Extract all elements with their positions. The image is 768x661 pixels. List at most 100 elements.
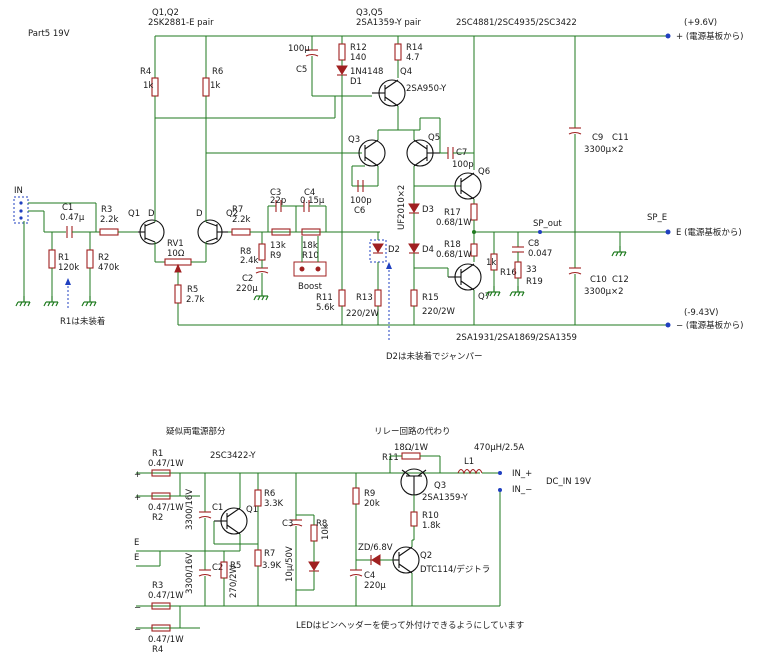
c7-label: C7 <box>456 148 467 158</box>
q2-label: Q2 <box>226 209 238 219</box>
r14-resistor <box>394 43 402 61</box>
psu-r1 <box>151 469 171 477</box>
c6-label: C6 <box>354 206 365 216</box>
psu-c2-label: C2 <box>212 563 223 573</box>
c8-label: C8 <box>528 239 539 249</box>
psu-r1-label: R1 <box>152 449 163 459</box>
r7-value: 2.2k <box>232 215 251 225</box>
relay-r11-value: 18Ω/1W <box>394 443 429 453</box>
c10-label: C10 <box>590 275 607 285</box>
r5-resistor <box>174 284 182 304</box>
relay-in-minus: IN_− <box>512 485 532 495</box>
r8-value: 2.4k <box>240 256 259 266</box>
r18-label: R18 <box>444 240 461 250</box>
c3-label: C3 <box>270 188 281 198</box>
c1-label: C1 <box>62 203 73 213</box>
psu-r6-label: R6 <box>264 489 275 499</box>
boost-label: Boost <box>298 282 323 292</box>
r3-resistor <box>99 228 119 236</box>
psu-e-2: E <box>134 553 139 563</box>
r15-value: 220/2W <box>422 307 455 317</box>
relay-dc-in: DC_IN 19V <box>546 477 591 487</box>
r17-label: R17 <box>444 208 461 218</box>
psu-r8-label: R8 <box>316 519 327 529</box>
r14-label: R14 <box>406 43 423 53</box>
r4-value: 1k <box>143 81 153 91</box>
d2-note: D2は未装着でジャンパー <box>386 351 483 362</box>
neg-rail-voltage: (-9.43V) <box>684 308 718 318</box>
relay-r9-value: 20k <box>364 499 380 509</box>
r15-resistor <box>410 289 418 307</box>
c2-label: C2 <box>242 274 253 284</box>
r18-resistor <box>470 243 478 257</box>
q3-label: Q3 <box>348 135 360 145</box>
psu-r3-label: R3 <box>152 581 163 591</box>
c2-value: 220μ <box>236 284 258 294</box>
relay-zd-label: ZD/6.8V <box>358 543 393 553</box>
r1-note: R1は未装着 <box>60 316 105 327</box>
psu-q1-part: 2SC3422-Y <box>210 451 256 461</box>
q6-transistor <box>454 172 482 200</box>
r13-label: R13 <box>356 293 373 303</box>
r16-label: R16 <box>500 268 517 278</box>
relay-in-plus: IN_+ <box>512 469 532 479</box>
pos-terminal-label: + (電源基板から) <box>676 31 743 42</box>
q2-drain-mark: D <box>196 209 203 219</box>
r9-value: 13k <box>270 241 286 251</box>
r8-label: R8 <box>240 247 251 257</box>
relay-l1-label: L1 <box>464 457 474 467</box>
r12-value: 140 <box>350 53 366 63</box>
r2-value: 470k <box>98 263 119 273</box>
relay-r10-label: R10 <box>422 511 439 521</box>
relay-l1-value: 470μH/2.5A <box>474 443 524 453</box>
r9-resistor <box>271 228 291 236</box>
sp-out-label: SP_out <box>533 219 562 229</box>
c10-value: 3300μ×2 <box>584 287 624 297</box>
psu-r4-value: 0.47/1W <box>148 635 184 645</box>
relay-q3-value: 2SA1359-Y <box>422 493 468 503</box>
d1-label: D1 <box>350 77 362 87</box>
r12-resistor <box>338 43 346 61</box>
psu-r5-value: 270/2W <box>229 565 239 598</box>
r3-value: 2.2k <box>100 215 119 225</box>
r5-value: 2.7k <box>186 295 205 305</box>
psu-r6 <box>254 489 262 507</box>
q1-label: Q1 <box>128 209 140 219</box>
e-terminal <box>665 229 671 235</box>
q7-label: Q7 <box>478 292 490 302</box>
q1q2-part-label: 2SK2881-E pair <box>148 18 214 28</box>
q4-value: 2SA950-Y <box>406 84 447 94</box>
r17-resistor <box>470 203 478 221</box>
c4-label: C4 <box>304 188 315 198</box>
d34-value: UF2010×2 <box>397 185 407 230</box>
r10-label: R10 <box>302 251 319 261</box>
r7-label: R7 <box>232 205 243 215</box>
r15-label: R15 <box>422 293 439 303</box>
relay-r9 <box>352 487 360 505</box>
q6-parts-label: 2SC4881/2SC4935/2SC3422 <box>456 18 577 28</box>
relay-q2-label: Q2 <box>420 551 432 561</box>
r1-resistor <box>48 249 56 269</box>
relay-c4-value: 220μ <box>364 581 386 591</box>
psu-r3-value: 0.47/1W <box>148 591 184 601</box>
relay-q2-value: DTC114/デジトラ <box>420 564 490 575</box>
psu-r1-value: 0.47/1W <box>148 459 184 469</box>
psu-r2-value: 0.47/1W <box>148 503 184 513</box>
c12-label: C12 <box>612 275 629 285</box>
relay-r9-label: R9 <box>364 489 375 499</box>
r12-label: R12 <box>350 43 367 53</box>
r4-label: R4 <box>140 67 151 77</box>
c6-value: 100p <box>350 196 372 206</box>
inductor-l1 <box>457 468 483 475</box>
boost-jumper <box>293 261 327 277</box>
r11-value: 5.6k <box>316 303 335 313</box>
r11-resistor <box>338 289 346 307</box>
psu-c2-value: 3300/16V <box>185 553 195 594</box>
psu-plus-1: + <box>134 470 141 480</box>
r19-value: 33 <box>526 265 537 275</box>
r6-label: R6 <box>212 67 223 77</box>
psu-r6-value: 3.3K <box>264 499 284 509</box>
rv1-label: RV1 <box>167 239 184 249</box>
r2-label: R2 <box>98 253 109 263</box>
